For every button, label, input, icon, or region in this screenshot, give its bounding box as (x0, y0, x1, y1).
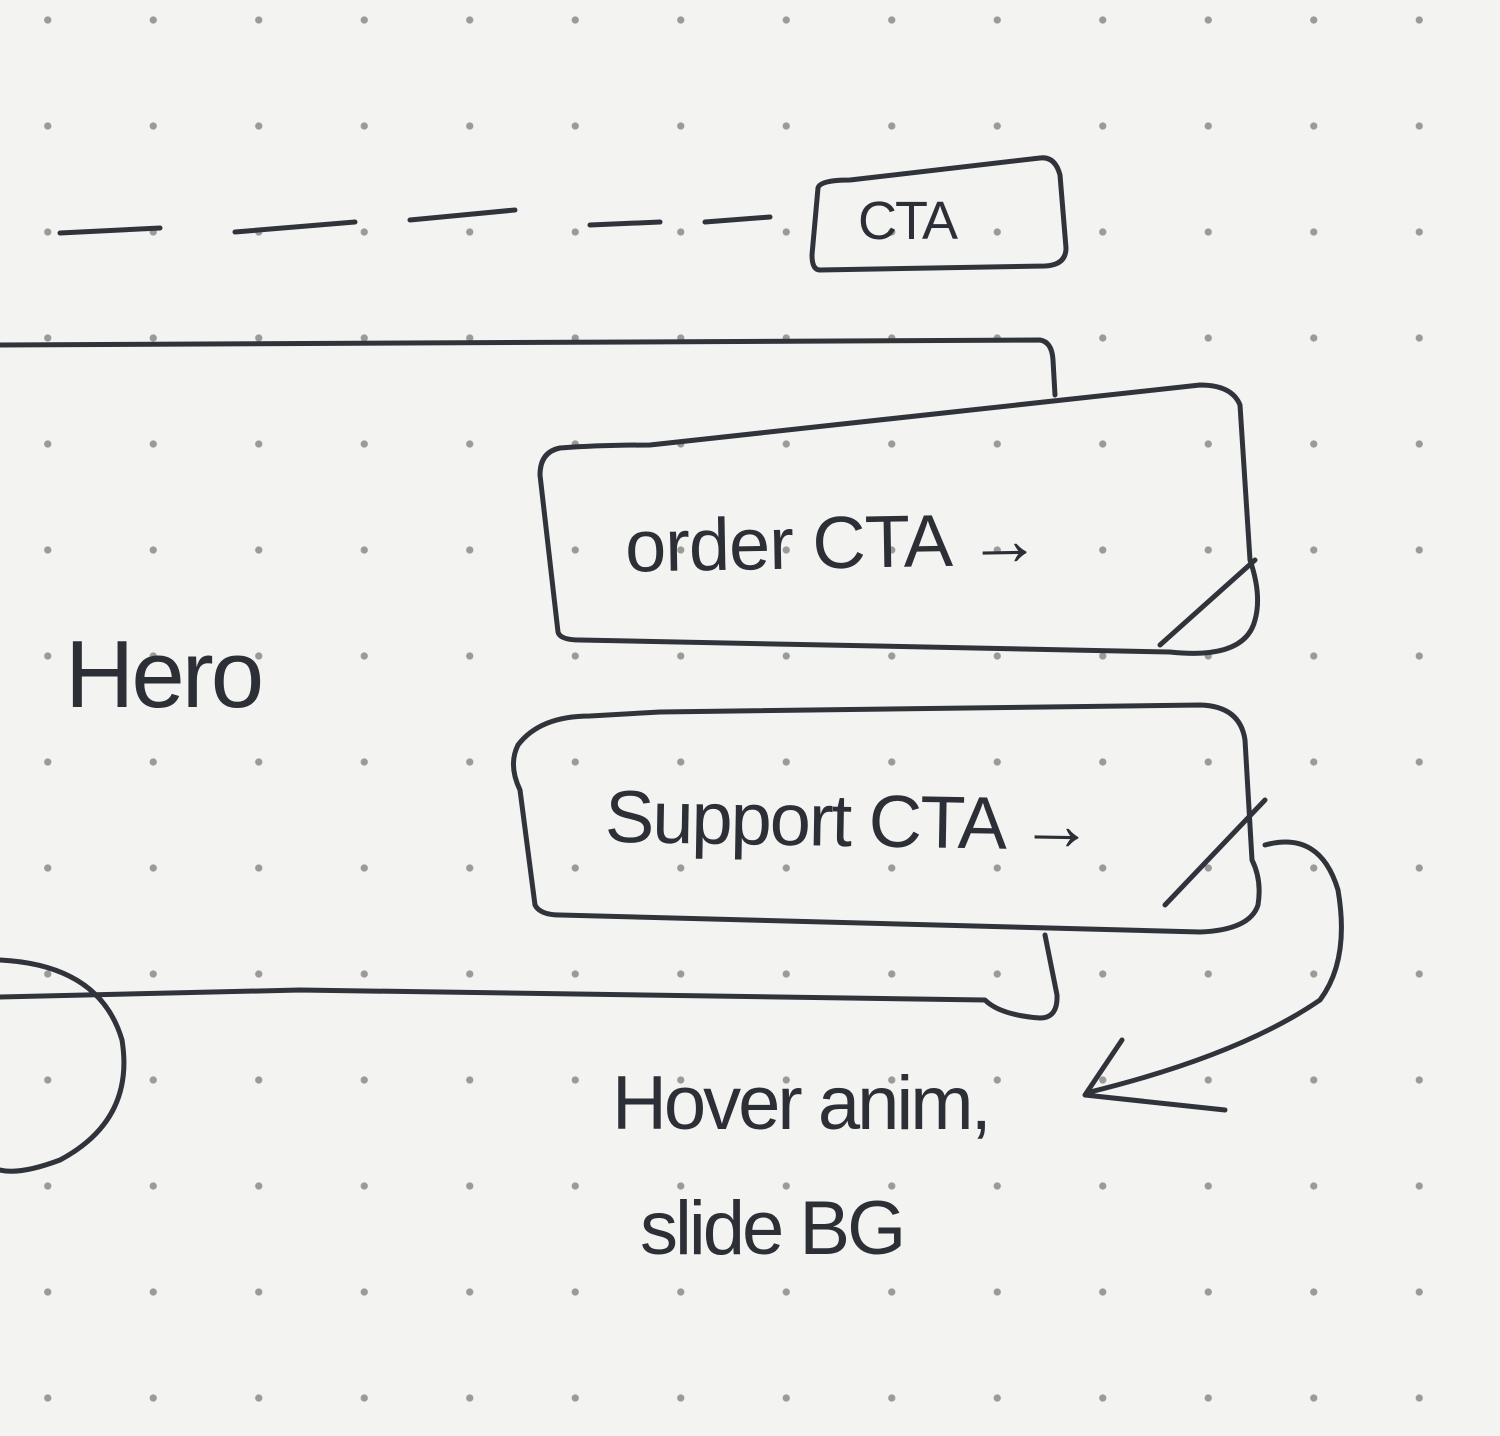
annotation-arrow (1087, 839, 1344, 1095)
support-cta-hover-slash (1162, 797, 1268, 908)
nav-dashed-line (57, 207, 773, 236)
support-cta-box (511, 702, 1262, 935)
order-cta-hover-slash (1157, 557, 1258, 648)
order-cta-button[interactable]: order CTA → (624, 497, 1041, 588)
hero-label: Hero (65, 621, 264, 728)
annotation-line-1: Hover anim, (612, 1061, 992, 1146)
top-cta-box (809, 155, 1069, 273)
hero-bottom-border (0, 932, 1060, 1021)
support-cta-button[interactable]: Support CTA → (604, 774, 1093, 867)
hero-top-border (0, 337, 1058, 398)
arrow-head-icon (1082, 1037, 1228, 1113)
top-cta-label[interactable]: CTA (858, 191, 958, 251)
partial-circle (0, 957, 127, 1174)
order-cta-box (537, 382, 1261, 656)
annotation-line-2: slide BG (640, 1186, 906, 1271)
